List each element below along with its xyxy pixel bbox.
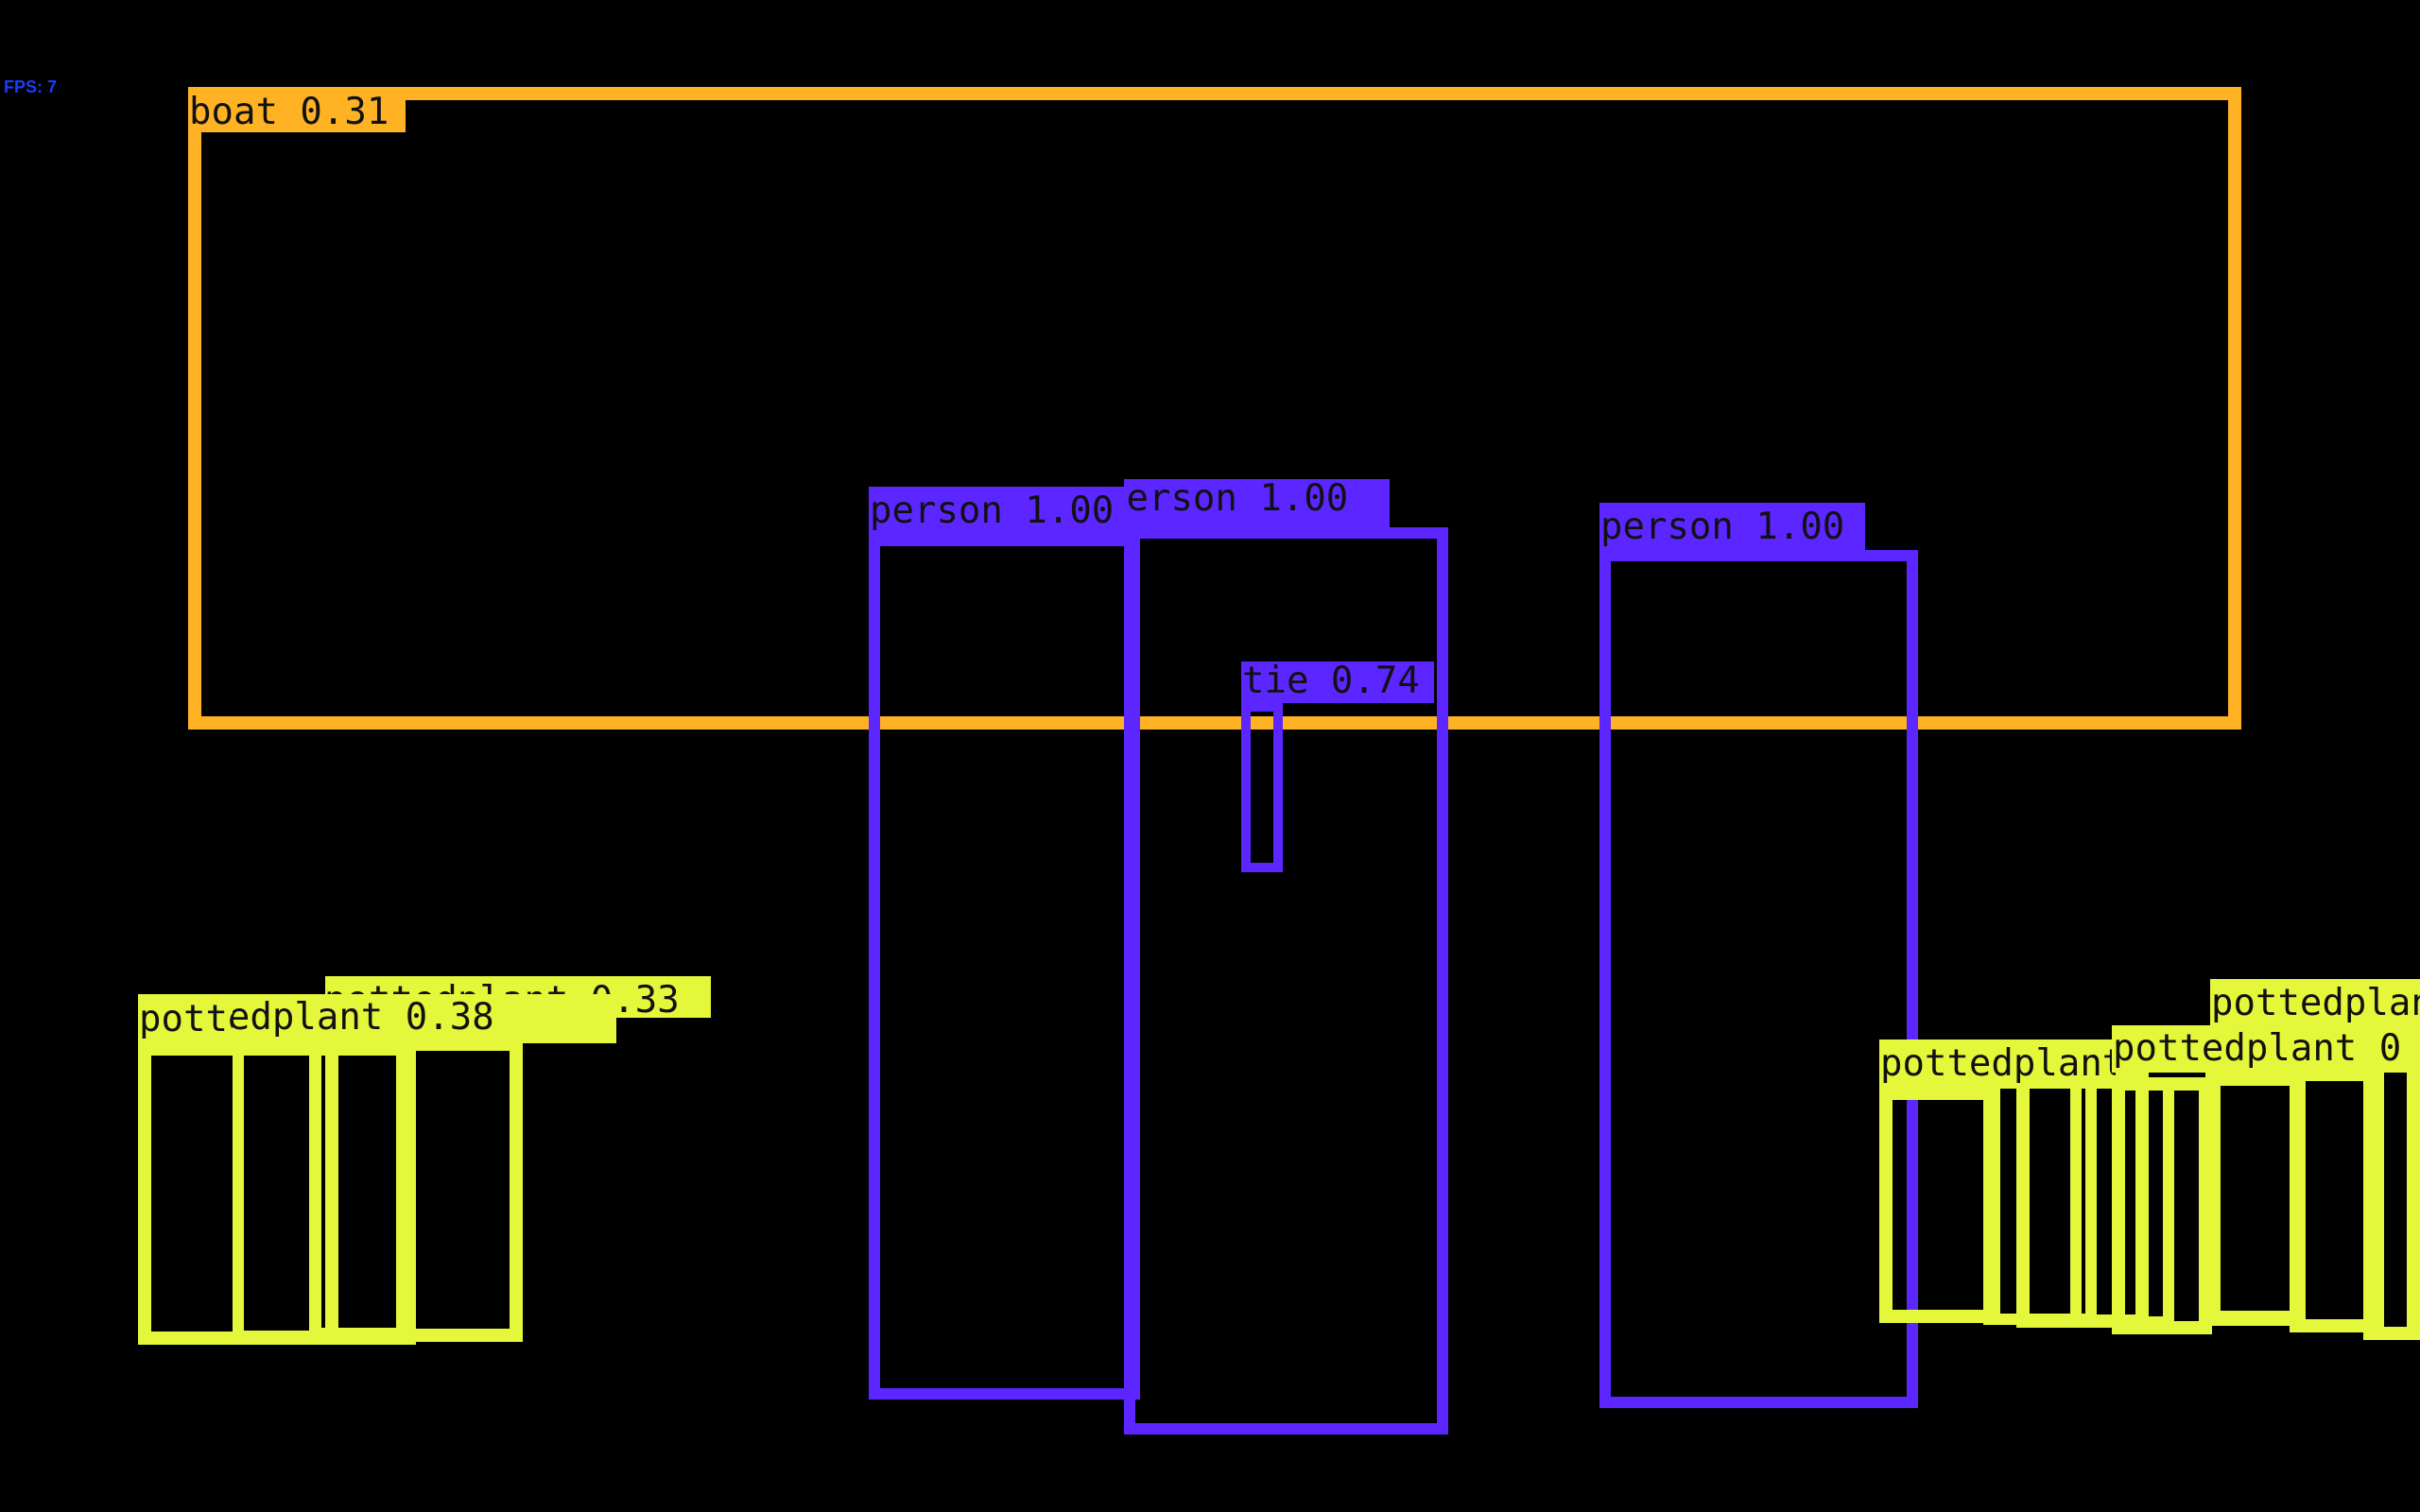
detection-box-boat — [188, 87, 2241, 730]
detection-label-person-middle: person 1.00 — [1124, 479, 1390, 528]
detection-box-pottedplant — [2112, 1077, 2212, 1334]
fps-counter: FPS: 7 — [4, 77, 58, 96]
detection-box-pottedplant — [2363, 1058, 2420, 1340]
detection-box-person-middle — [1124, 527, 1448, 1435]
detection-box-tie — [1241, 702, 1283, 872]
detection-box-pottedplant — [233, 1038, 321, 1342]
detection-label-tie: tie 0.74 — [1241, 662, 1434, 703]
detection-box-person-left — [869, 535, 1140, 1400]
detection-label-person-left: person 1.00 — [869, 487, 1132, 541]
detection-box-pottedplant — [325, 1038, 523, 1342]
detection-box-pottedplant — [1879, 1087, 2000, 1323]
detection-label-pottedplant: pottedplant — [2210, 979, 2420, 1028]
detection-label-pottedplant: pottedplant 0 — [2112, 1025, 2420, 1073]
detection-label-pottedplant: pottedplant — [1879, 1040, 2116, 1089]
detection-label-pottedplant: pottedplant — [138, 1000, 233, 1043]
detection-label-person-right: person 1.00 — [1599, 503, 1865, 555]
detection-label-boat: boat 0.31 — [188, 93, 406, 132]
detection-box-person-right — [1599, 550, 1918, 1408]
